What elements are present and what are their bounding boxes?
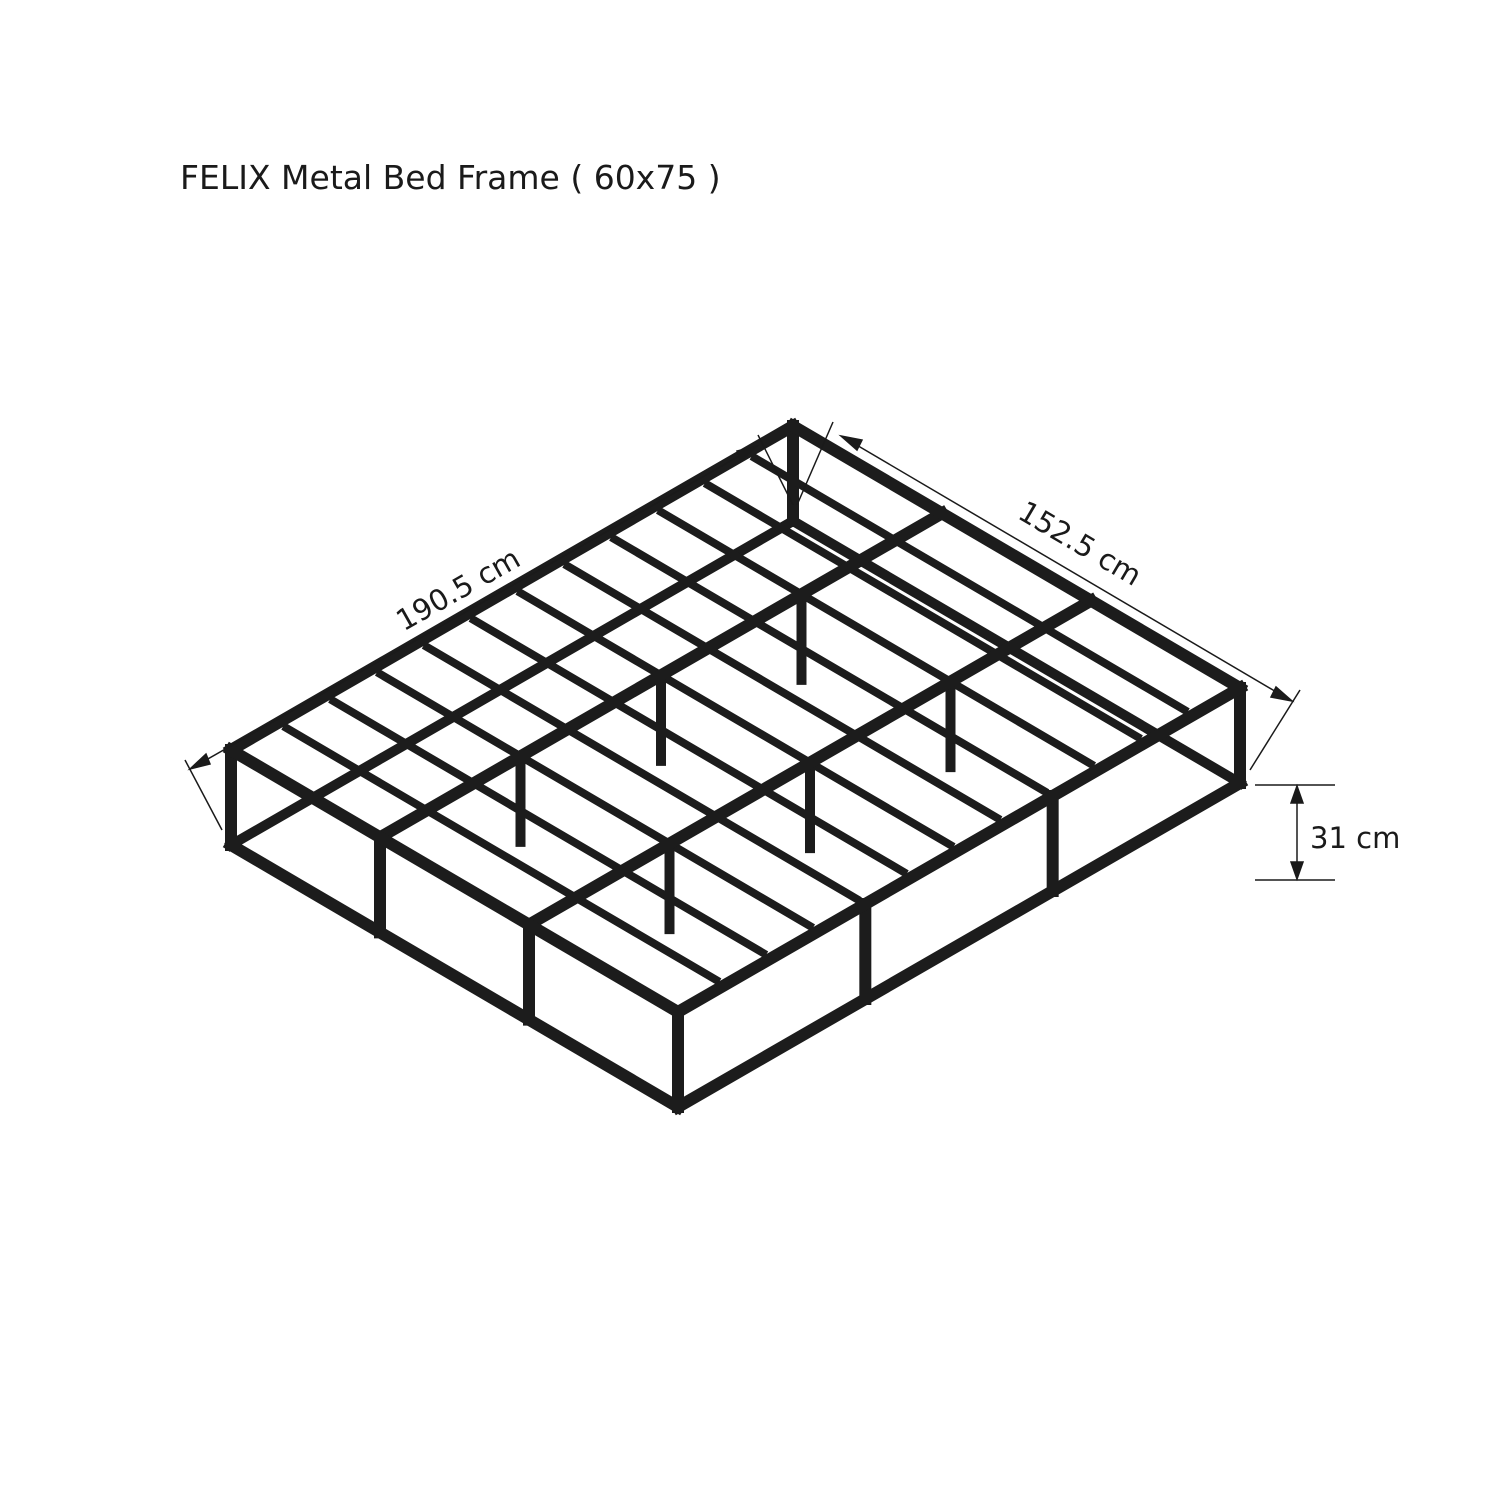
height-label: 31 cm [1310,821,1400,855]
height-dimension [1255,783,1335,882]
length-dimension [184,434,794,831]
slat [562,560,1003,824]
center-rail [371,505,951,846]
arrow-head-icon [1289,861,1305,882]
width-arrow-line [842,436,1291,701]
length-extension-line [184,759,223,831]
arrow-head-icon [1269,685,1295,703]
bottom-rail [224,514,800,852]
slat [281,722,722,986]
slat [421,641,862,905]
arrow-head-icon [187,752,212,771]
top-rail [222,741,687,1021]
slat [702,479,1143,743]
arrow-head-icon [1289,783,1305,804]
arrow-head-icon [735,444,760,463]
bottom-rail [786,514,1247,790]
slat [468,614,909,878]
slat [609,533,1050,797]
length-arrow-line [191,446,756,769]
slat [749,452,1190,716]
bottom-rail [222,836,687,1116]
top-rail [784,417,1249,697]
arrow-head-icon [838,434,864,452]
width-extension-line [1249,689,1301,771]
bed-frame [222,417,1249,1116]
bottom-rail [669,774,1249,1116]
slat [515,587,956,851]
slat [655,506,1097,770]
slat [374,668,816,932]
top-rail [222,417,802,759]
width-extension-line [796,421,834,506]
width-dimension [796,421,1301,771]
width-label: 152.5 cm [1013,494,1148,593]
slat [328,695,769,959]
top-rail [669,679,1249,1021]
center-rail [520,592,1100,933]
length-extension-line [757,434,794,506]
diagram-title: FELIX Metal Bed Frame ( 60x75 ) [180,158,721,197]
